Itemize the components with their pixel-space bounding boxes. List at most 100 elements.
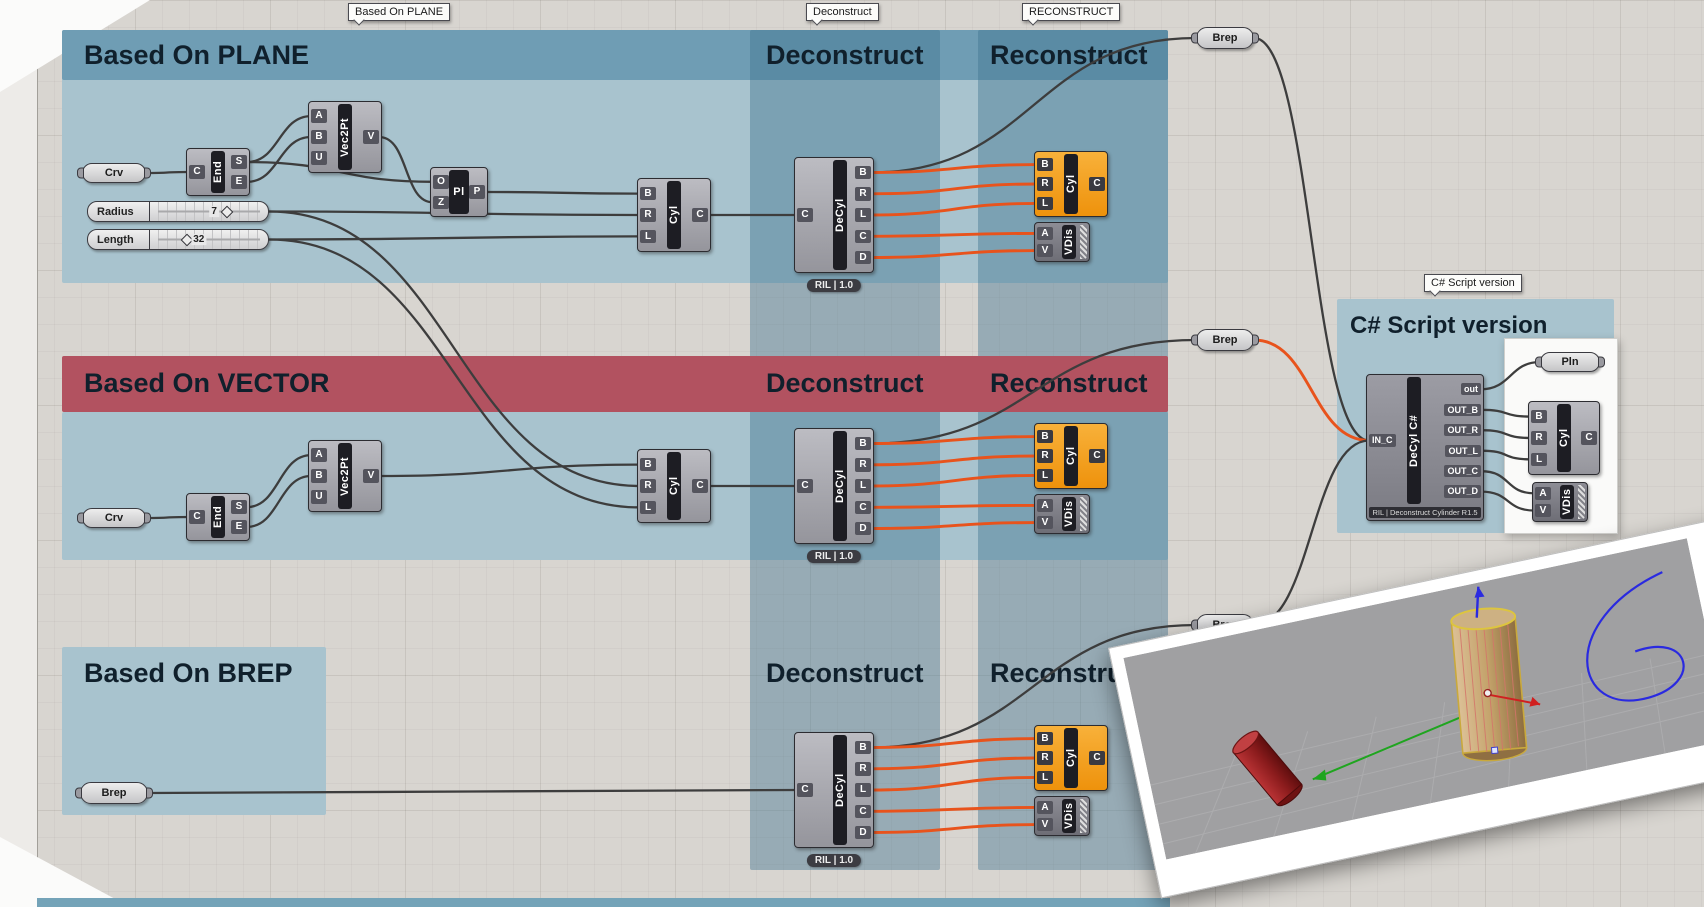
port-input-v[interactable]: V <box>1535 503 1551 518</box>
port-input-c[interactable]: C <box>189 165 205 179</box>
param-plane[interactable]: Pln <box>1540 352 1600 372</box>
port-input-b[interactable]: B <box>1037 731 1053 746</box>
port-output-d[interactable]: D <box>855 825 871 840</box>
port-output-out-b[interactable]: OUT_B <box>1444 403 1481 416</box>
port-input-l[interactable]: L <box>1037 770 1053 785</box>
port-input-a[interactable]: A <box>1037 226 1053 241</box>
tag-csharp-version[interactable]: C# Script version <box>1424 274 1522 292</box>
deconstruct-cylinder-component[interactable]: C DeCyl B R L C D RIL | 1.0 <box>794 732 874 867</box>
vector-display-component[interactable]: A V VDis <box>1034 796 1090 836</box>
port-input-l[interactable]: L <box>1531 452 1547 467</box>
slider-track[interactable]: 32 <box>158 230 260 249</box>
port-input-b[interactable]: B <box>640 186 656 201</box>
param-curve[interactable]: Crv <box>82 508 146 528</box>
port-input-z[interactable]: Z <box>433 195 449 209</box>
port-output-c[interactable]: C <box>855 500 871 514</box>
port-input-b[interactable]: B <box>1037 157 1053 172</box>
port-input-o[interactable]: O <box>433 175 449 189</box>
port-input-r[interactable]: R <box>1531 431 1547 445</box>
port-input-b[interactable]: B <box>311 130 327 144</box>
port-input-l[interactable]: L <box>640 229 656 244</box>
port-output-e[interactable]: E <box>231 175 247 189</box>
port-output-c[interactable]: C <box>1089 751 1105 765</box>
radius-slider[interactable]: Radius 7 <box>87 201 269 222</box>
port-input-l[interactable]: L <box>1037 196 1053 211</box>
port-input-v[interactable]: V <box>1037 817 1053 832</box>
port-input-c[interactable]: C <box>797 208 813 222</box>
slider-track[interactable]: 7 <box>158 202 260 221</box>
port-output-c[interactable]: C <box>692 208 708 222</box>
port-output-c[interactable]: C <box>1581 431 1597 445</box>
port-output-v[interactable]: V <box>363 469 379 483</box>
port-output-s[interactable]: S <box>231 500 247 514</box>
port-input-b[interactable]: B <box>1037 429 1053 444</box>
port-output-c[interactable]: C <box>1089 177 1105 191</box>
port-output-p[interactable]: P <box>469 185 485 199</box>
length-slider[interactable]: Length 32 <box>87 229 269 250</box>
port-output-b[interactable]: B <box>855 165 871 180</box>
param-curve[interactable]: Crv <box>82 163 146 183</box>
port-input-l[interactable]: L <box>640 500 656 515</box>
port-output-out-d[interactable]: OUT_D <box>1444 485 1481 498</box>
tag-based-on-plane[interactable]: Based On PLANE <box>348 3 451 21</box>
port-output-out-c[interactable]: OUT_C <box>1444 465 1481 478</box>
port-input-r[interactable]: R <box>1037 449 1053 463</box>
port-output-c[interactable]: C <box>1089 449 1105 463</box>
cylinder-component[interactable]: B R L Cyl C <box>637 449 711 523</box>
port-output-v[interactable]: V <box>363 130 379 144</box>
port-input-b[interactable]: B <box>1531 409 1547 424</box>
port-output-out-r[interactable]: OUT_R <box>1444 424 1481 437</box>
deconstruct-cylinder-component[interactable]: C DeCyl B R L C D RIL | 1.0 <box>794 157 874 292</box>
deconstruct-cylinder-component[interactable]: C DeCyl B R L C D RIL | 1.0 <box>794 428 874 563</box>
port-output-r[interactable]: R <box>855 762 871 776</box>
port-output-l[interactable]: L <box>855 783 871 797</box>
port-input-in-c[interactable]: IN_C <box>1369 434 1396 447</box>
vector-display-component[interactable]: A V VDis <box>1532 482 1588 522</box>
port-output-s[interactable]: S <box>231 155 247 169</box>
param-brep[interactable]: Brep <box>80 782 148 804</box>
port-input-u[interactable]: U <box>311 490 327 504</box>
port-input-c[interactable]: C <box>797 479 813 493</box>
port-output-b[interactable]: B <box>855 740 871 755</box>
cylinder-component[interactable]: B R L Cyl C <box>1528 401 1600 475</box>
port-input-c[interactable]: C <box>189 510 205 524</box>
port-output-b[interactable]: B <box>855 436 871 451</box>
rhino-viewport-preview-frame[interactable] <box>1108 517 1704 899</box>
vector-display-component[interactable]: A V VDis <box>1034 222 1090 262</box>
port-output-out[interactable]: out <box>1461 383 1481 396</box>
port-output-c[interactable]: C <box>855 804 871 818</box>
cylinder-component-reconstruct[interactable]: B R L Cyl C <box>1034 151 1108 217</box>
cylinder-component[interactable]: B R L Cyl C <box>637 178 711 252</box>
vector2pt-component[interactable]: A B U Vec2Pt V <box>308 440 382 512</box>
tag-reconstruct[interactable]: RECONSTRUCT <box>1022 3 1121 21</box>
port-input-a[interactable]: A <box>311 109 327 123</box>
port-output-d[interactable]: D <box>855 250 871 265</box>
port-output-l[interactable]: L <box>855 479 871 493</box>
port-input-b[interactable]: B <box>311 469 327 483</box>
port-input-u[interactable]: U <box>311 151 327 165</box>
port-input-r[interactable]: R <box>640 208 656 222</box>
vector2pt-component[interactable]: A B U Vec2Pt V <box>308 101 382 173</box>
port-input-r[interactable]: R <box>640 479 656 493</box>
port-input-a[interactable]: A <box>311 448 327 462</box>
slider-grip[interactable] <box>220 205 234 218</box>
plane-component[interactable]: O Z Pl P <box>430 167 488 217</box>
cylinder-component-reconstruct[interactable]: B R L Cyl C <box>1034 725 1108 791</box>
port-input-a[interactable]: A <box>1037 800 1053 815</box>
port-input-v[interactable]: V <box>1037 243 1053 258</box>
port-output-d[interactable]: D <box>855 521 871 536</box>
endpoints-component[interactable]: C End S E <box>186 493 250 541</box>
port-output-out-l[interactable]: OUT_L <box>1445 444 1481 457</box>
port-output-c[interactable]: C <box>855 229 871 243</box>
port-output-r[interactable]: R <box>855 187 871 201</box>
tag-deconstruct[interactable]: Deconstruct <box>806 3 879 21</box>
param-brep-relay-middle[interactable]: Brep <box>1196 329 1254 351</box>
port-input-c[interactable]: C <box>797 783 813 797</box>
port-input-b[interactable]: B <box>640 457 656 472</box>
port-output-r[interactable]: R <box>855 458 871 472</box>
param-brep-relay-top[interactable]: Brep <box>1196 27 1254 49</box>
port-input-v[interactable]: V <box>1037 515 1053 530</box>
port-output-e[interactable]: E <box>231 520 247 534</box>
port-input-r[interactable]: R <box>1037 177 1053 191</box>
